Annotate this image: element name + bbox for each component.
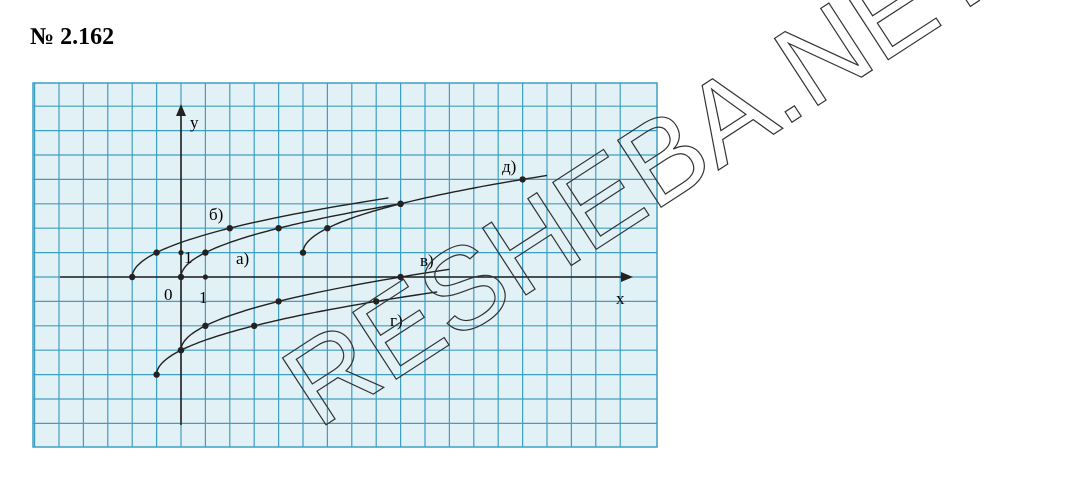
curve-label-5: д) — [502, 157, 516, 176]
origin-label: 0 — [164, 285, 173, 304]
y-unit-tick — [178, 250, 184, 256]
x-axis-label: x — [616, 289, 625, 308]
problem-number: № 2.162 — [30, 24, 115, 50]
curve-label-3: в) — [420, 251, 434, 270]
curve-4 — [155, 291, 438, 375]
curve-point — [177, 273, 185, 281]
coordinate-axes — [60, 104, 633, 425]
curve-point — [226, 225, 233, 232]
curve-point — [324, 225, 331, 232]
curve-label-4: г) — [390, 311, 403, 330]
curve-point — [275, 298, 282, 305]
curve-point — [373, 298, 380, 305]
curve-point — [275, 225, 282, 232]
curve-3 — [180, 268, 450, 351]
curve-point — [129, 273, 136, 281]
curve-point — [153, 249, 160, 256]
curve-5 — [302, 174, 548, 253]
curve-point — [519, 176, 526, 183]
curve-point — [202, 322, 209, 329]
y-unit-label: 1 — [184, 248, 193, 267]
curve-label-1: а) — [236, 249, 249, 268]
curve-point — [397, 200, 404, 207]
curve-label-2: б) — [209, 205, 223, 224]
x-unit-label: 1 — [199, 288, 208, 307]
curve-point — [153, 371, 160, 378]
curve-2 — [131, 197, 389, 277]
curve-point — [202, 249, 209, 256]
curve-point — [177, 347, 185, 354]
curves-group — [129, 174, 548, 378]
curve-point — [299, 249, 307, 256]
grid-background — [32, 82, 658, 448]
curve-point — [397, 273, 404, 281]
y-axis-label: y — [190, 113, 199, 132]
x-unit-tick — [202, 274, 208, 280]
curve-point — [251, 322, 258, 329]
curve-1 — [180, 203, 401, 277]
